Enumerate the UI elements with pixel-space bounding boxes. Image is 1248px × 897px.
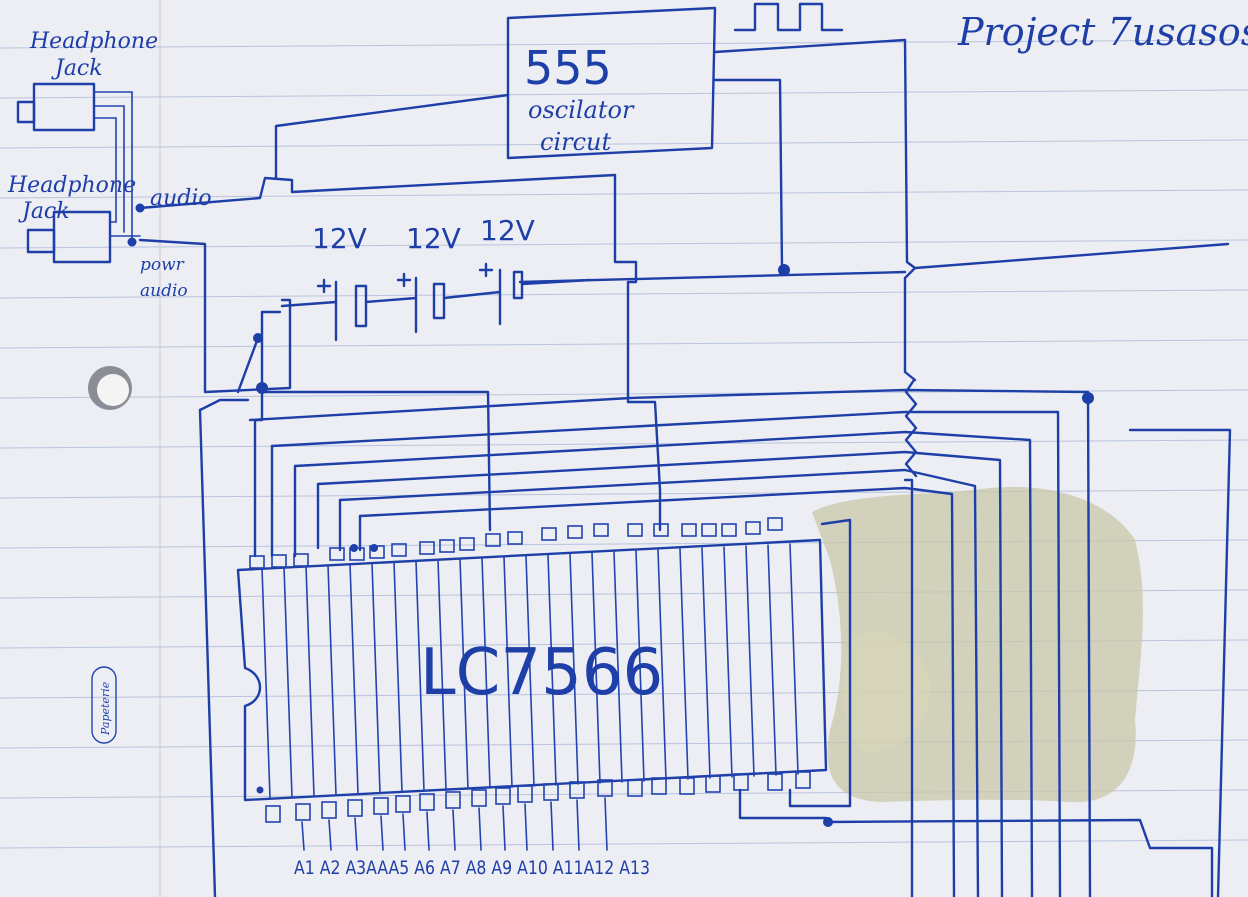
- svg-text:Papeterie: Papeterie: [99, 681, 112, 736]
- power-audio-label-2: audio: [140, 281, 188, 301]
- bus-wires: [198, 378, 1232, 897]
- oscillator-number: 555: [524, 41, 612, 95]
- jack-1-label-2: Jack: [51, 56, 103, 81]
- jack-wires: [93, 91, 141, 245]
- battery-1-voltage: 12V: [312, 222, 367, 255]
- jack-1-label-1: Headphone: [29, 29, 158, 54]
- chip-lc7566: LC7566: [236, 517, 852, 879]
- junction-dot: [1082, 392, 1094, 404]
- headphone-jack-2: Headphone Jack: [7, 173, 136, 264]
- oscillator-555: 555 oscilator circut: [506, 6, 717, 160]
- jack-2-label-1: Headphone: [7, 173, 136, 198]
- junction-dot: [778, 264, 790, 276]
- circuit-wires: [138, 38, 1230, 558]
- project-title: Project 7usasoss: [957, 10, 1248, 54]
- oscillator-label-2: circut: [540, 128, 611, 156]
- power-audio-label-1: powr: [140, 255, 185, 275]
- junction-dot: [823, 817, 833, 827]
- paper-brand-logo: Papeterie: [91, 666, 117, 744]
- punch-hole-shadow: [97, 374, 129, 406]
- square-wave-icon: [733, 2, 844, 32]
- chip-name: LC7566: [420, 636, 663, 710]
- address-pin-labels: A1 A2 A3AAA5 A6 A7 A8 A9 A10 A11A12 A13: [294, 857, 650, 879]
- oscillator-label-1: oscilator: [528, 96, 635, 124]
- battery-2-voltage: 12V: [406, 222, 461, 255]
- glue-patch: [843, 632, 931, 752]
- headphone-jack-1: Headphone Jack: [16, 29, 158, 132]
- battery-bank: 12V 12V 12V: [280, 214, 592, 342]
- junction-dot: [253, 333, 263, 343]
- junction-dot: [127, 237, 137, 247]
- junction-dot: [256, 382, 268, 394]
- battery-3-voltage: 12V: [480, 214, 535, 247]
